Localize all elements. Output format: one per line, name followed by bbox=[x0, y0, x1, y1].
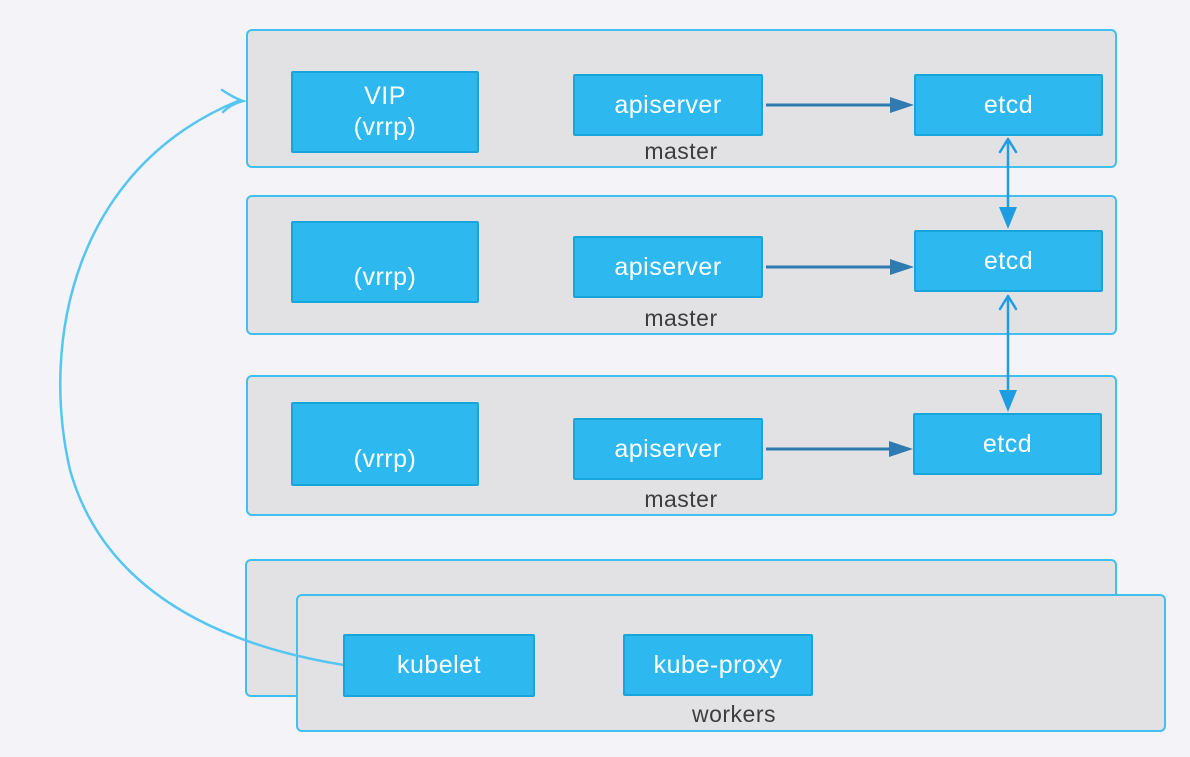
apiserver-box-master-3: apiserver bbox=[573, 418, 763, 480]
etcd-label: etcd bbox=[983, 246, 1034, 275]
apiserver-label: apiserver bbox=[614, 252, 722, 281]
kube-proxy-label: kube-proxy bbox=[653, 650, 783, 679]
etcd-box-master-3: etcd bbox=[913, 413, 1102, 475]
vip-line2: (vrrp) bbox=[353, 445, 417, 473]
vip-line2: (vrrp) bbox=[353, 263, 417, 291]
kubelet-box: kubelet bbox=[343, 634, 535, 697]
etcd-label: etcd bbox=[983, 90, 1034, 119]
apiserver-box-master-2: apiserver bbox=[573, 236, 763, 298]
etcd-box-master-2: etcd bbox=[914, 230, 1103, 292]
kube-proxy-box: kube-proxy bbox=[623, 634, 813, 696]
etcd-box-master-1: etcd bbox=[914, 74, 1103, 136]
kubelet-label: kubelet bbox=[396, 651, 482, 679]
etcd-label: etcd bbox=[982, 429, 1033, 458]
apiserver-label: apiserver bbox=[614, 90, 722, 119]
vip-line2: (vrrp) bbox=[353, 113, 417, 141]
vip-box-master-3: (vrrp) bbox=[291, 402, 479, 486]
apiserver-box-master-1: apiserver bbox=[573, 74, 763, 136]
vip-box-master-2: (vrrp) bbox=[291, 221, 479, 303]
apiserver-label: apiserver bbox=[614, 434, 722, 463]
master-2-label: master bbox=[644, 305, 718, 331]
vip-line1: VIP bbox=[364, 82, 406, 110]
vip-box-master-1: VIP (vrrp) bbox=[291, 71, 479, 153]
master-3-label: master bbox=[644, 486, 718, 512]
workers-label: workers bbox=[691, 701, 776, 727]
master-1-label: master bbox=[644, 138, 718, 164]
